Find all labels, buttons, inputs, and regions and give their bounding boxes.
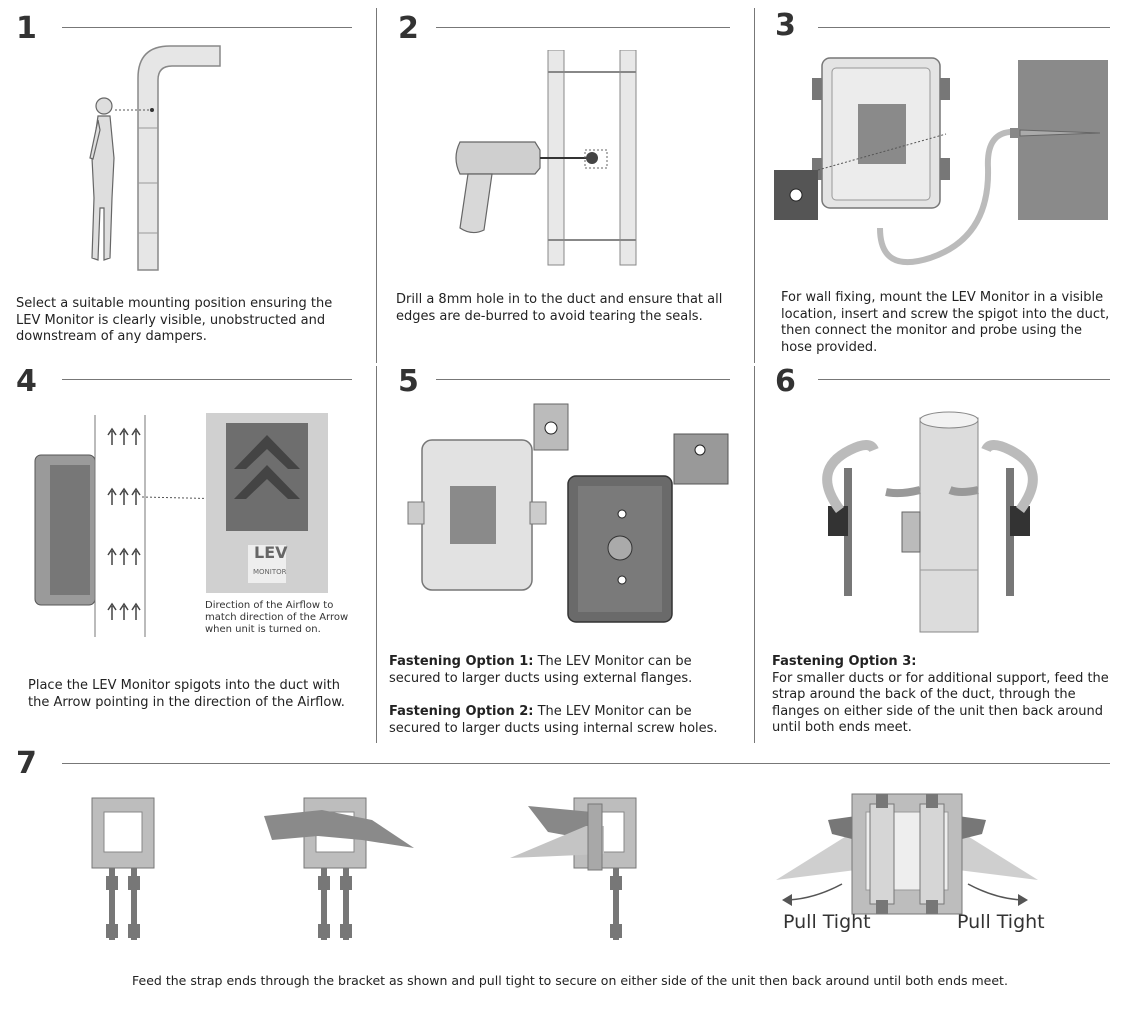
step-2-illustration (455, 50, 637, 266)
hose (877, 128, 1017, 266)
step-3-rule (818, 27, 1110, 28)
step-5-option-2: Fastening Option 2: The LEV Monitor can … (389, 704, 743, 737)
step-1-rule (62, 27, 352, 28)
step-5-illustration (407, 403, 729, 623)
duct-right (619, 50, 637, 266)
step-7-number: 7 (16, 746, 37, 781)
step-1-number: 1 (16, 11, 37, 46)
step-7-bracket-4 (776, 793, 1038, 915)
step-3-number: 3 (775, 8, 796, 43)
step-4-note: Direction of the Airflow to match direct… (205, 600, 349, 635)
strap-right-arrow (981, 440, 1038, 513)
step-6-illustration (822, 411, 1038, 633)
pipe (919, 417, 979, 633)
step-4-logo-sub: MONITOR (253, 568, 287, 576)
step-4-text: Place the LEV Monitor spigots into the d… (28, 678, 345, 710)
duct-elbow (137, 45, 221, 271)
option-2-label: Fastening Option 2: (389, 704, 534, 719)
step-5-option-1: Fastening Option 1: The LEV Monitor can … (389, 654, 743, 687)
step-1-illustration (89, 45, 221, 271)
step-5-rule (436, 379, 730, 380)
step-4-number: 4 (16, 364, 37, 399)
divider-1-2 (376, 8, 377, 363)
step-7-bracket-3 (510, 797, 637, 940)
option-1-label: Fastening Option 1: (389, 654, 534, 669)
step-7-caption: Feed the strap ends through the bracket … (132, 973, 1008, 988)
step-2-text: Drill a 8mm hole in to the duct and ensu… (396, 292, 723, 324)
step-7-rule (62, 763, 1110, 764)
step-4-logo: LEV (254, 543, 288, 562)
step-7-bracket-1 (91, 797, 155, 940)
step-1-text: Select a suitable mounting position ensu… (16, 296, 333, 344)
divider-2-3 (754, 8, 755, 363)
step-4-illustration (34, 413, 328, 637)
step-4-rule (62, 379, 352, 380)
step-2-rule (436, 27, 730, 28)
probe (1010, 128, 1020, 138)
drill-hole (586, 152, 598, 164)
step-2-number: 2 (398, 11, 419, 46)
pull-arrow-left (783, 883, 843, 901)
pull-tight-left-label: Pull Tight (783, 911, 871, 933)
pull-arrow-right (967, 883, 1027, 901)
step-6-rule (818, 379, 1110, 380)
step-6-option-3: Fastening Option 3:For smaller ducts or … (772, 654, 1112, 737)
pull-tight-right-label: Pull Tight (957, 911, 1045, 933)
step-6-number: 6 (775, 364, 796, 399)
divider-4-5 (376, 366, 377, 743)
option-1-text: The LEV Monitor can be secured to larger… (389, 654, 693, 686)
step-7-bracket-2 (264, 797, 414, 940)
person-figure (89, 97, 115, 261)
option-3-text: For smaller ducts or for additional supp… (772, 670, 1109, 736)
strap-left-arrow (822, 440, 879, 513)
drill (455, 141, 588, 234)
wall (1018, 60, 1108, 220)
airflow-arrows (107, 427, 141, 620)
option-3-label: Fastening Option 3: (772, 654, 917, 669)
divider-5-6 (754, 366, 755, 743)
step-5-number: 5 (398, 364, 419, 399)
step-3-text: For wall fixing, mount the LEV Monitor i… (781, 290, 1110, 355)
option-2-text: The LEV Monitor can be secured to larger… (389, 704, 718, 736)
step-3-illustration (774, 57, 1108, 266)
